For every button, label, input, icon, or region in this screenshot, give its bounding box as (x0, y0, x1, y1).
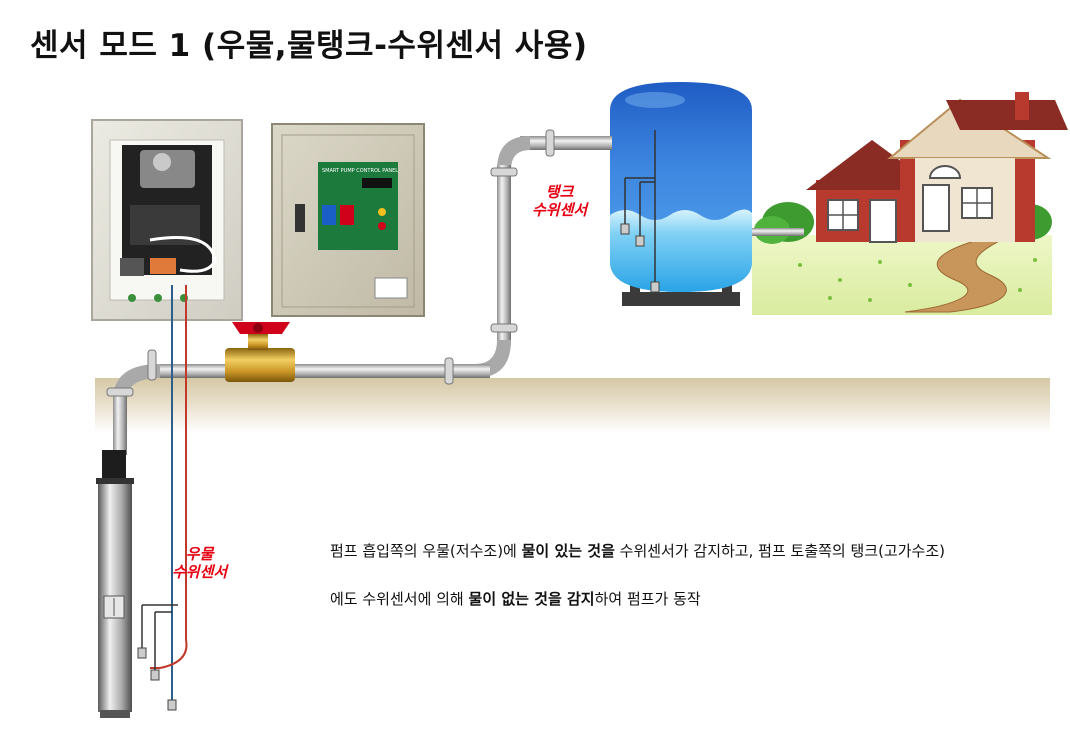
description-part2: 수위센서가 감지하고, 펌프 토출쪽의 탱크(고가수조)에도 수위센서에 의해 (330, 542, 945, 608)
submersible-pump (96, 450, 134, 718)
panel-header: SMART PUMP CONTROL PANEL (322, 168, 398, 174)
description-part3: 하여 펌프가 동작 (594, 590, 701, 608)
description: 펌프 흡입쪽의 우물(저수조)에 물이 있는 것을 수위센서가 감지하고, 펌프… (330, 527, 950, 623)
tank-level-sensor (624, 130, 656, 285)
tank-sensor-label-line1: 탱크 (545, 183, 574, 201)
pipe-system (106, 129, 612, 455)
sensor-cables (150, 285, 188, 710)
well-sensor-label-line2: 수위센서 (172, 563, 228, 581)
tank-sensor-label: 탱크 수위센서 (532, 183, 587, 219)
well-sensor-label: 우물 수위센서 (172, 545, 227, 581)
description-part1: 펌프 흡입쪽의 우물(저수조)에 (330, 542, 522, 560)
page-title: 센서 모드 1 (우물,물탱크-수위센서 사용) (30, 28, 588, 64)
description-bold2: 물이 없는 것을 감지 (468, 590, 595, 608)
control-panel: SMART PUMP CONTROL PANEL (271, 123, 425, 317)
ball-valve (225, 322, 295, 382)
well-level-sensor (141, 604, 178, 672)
ground (95, 378, 1050, 433)
well-sensor-label-line1: 우물 (185, 545, 214, 563)
water-tank (610, 82, 752, 306)
description-bold1: 물이 있는 것을 (521, 542, 615, 560)
house-scene (752, 92, 1068, 315)
outlet-pipe (752, 228, 804, 236)
control-box-open (91, 119, 243, 321)
tank-sensor-label-line2: 수위센서 (532, 201, 588, 219)
